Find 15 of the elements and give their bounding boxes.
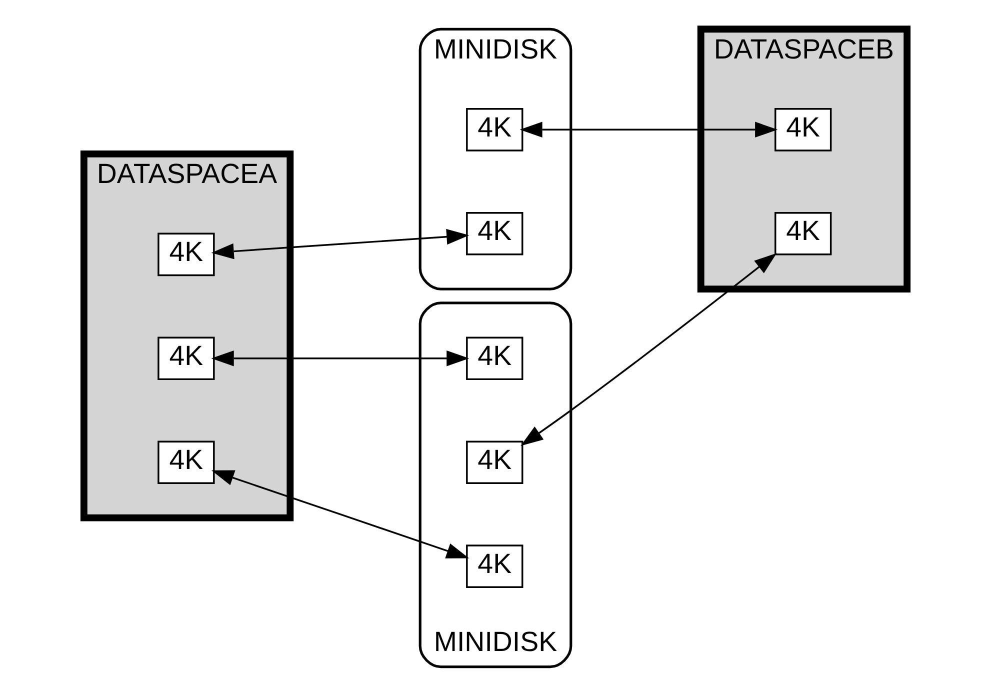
node-box: 4K <box>157 440 214 484</box>
arrow <box>210 350 469 366</box>
node-box: 4K <box>774 212 832 256</box>
node-box: 4K <box>466 108 523 152</box>
arrow <box>519 122 778 138</box>
arrow <box>210 470 469 558</box>
node-box: 4K <box>466 212 523 256</box>
node-box: 4K <box>157 336 214 380</box>
node-box: 4K <box>466 440 523 484</box>
node-box: 4K <box>466 336 523 380</box>
arrow <box>520 253 776 446</box>
arrow <box>210 228 469 260</box>
node-box: 4K <box>466 544 523 588</box>
node-box: 4K <box>157 232 214 276</box>
node-box: 4K <box>774 108 832 152</box>
